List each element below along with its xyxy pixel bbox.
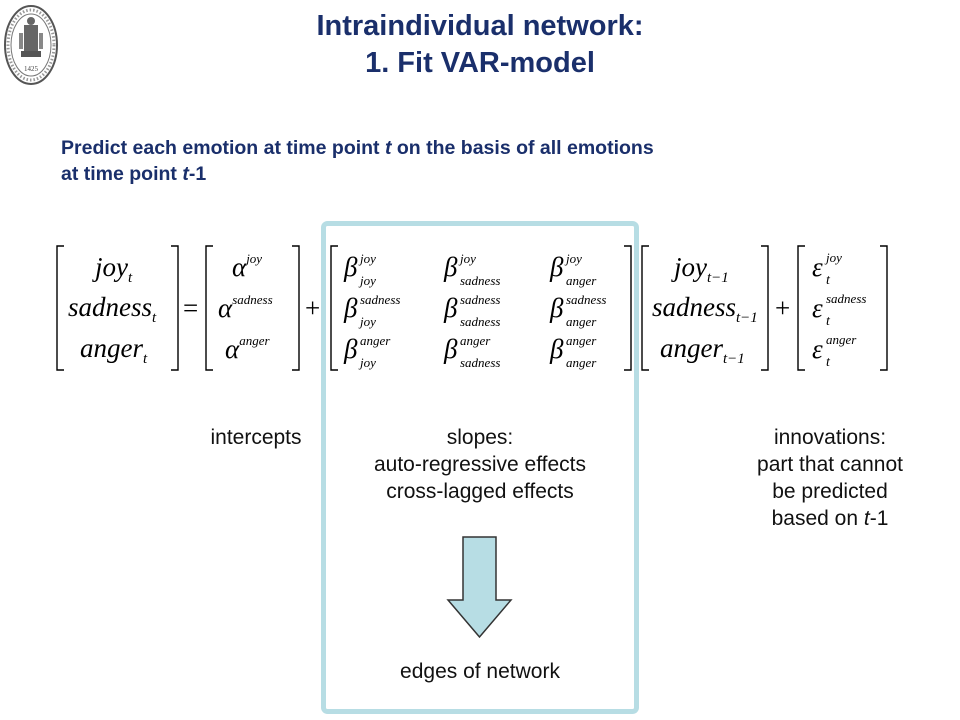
edges-of-network-label: edges of network [400, 660, 560, 683]
slopes-line-3: cross-lagged effects [386, 480, 574, 503]
svg-text:1425: 1425 [24, 65, 39, 73]
alpha-anger: αanger [225, 333, 270, 364]
beta-left-bracket [330, 245, 338, 371]
lagged-right-bracket [761, 245, 769, 371]
slopes-line-2: auto-regressive effects [373, 453, 587, 476]
innovations-line-3: be predicted [772, 480, 888, 503]
slopes-highlight-box [321, 221, 639, 714]
innovations-line-1: innovations: [773, 426, 887, 449]
eps-left-bracket [797, 245, 805, 371]
slopes-line-1: slopes: [446, 426, 514, 449]
subtitle: Predict each emotion at time point t on … [61, 135, 881, 187]
beta-right-bracket [624, 245, 632, 371]
innovations-line-4: based on t-1 [771, 507, 889, 530]
lagged-left-bracket [641, 245, 649, 371]
innovations-line-2: part that cannot [757, 453, 903, 476]
page-title: Intraindividual network: 1. Fit VAR-mode… [0, 10, 960, 80]
lagged-sadness: sadnesst−1 [652, 292, 758, 326]
down-arrow-icon [446, 536, 513, 639]
lhs-joy: joyt [92, 252, 133, 286]
subtitle-line-1: Predict each emotion at time point t on … [61, 137, 654, 159]
title-line-1: Intraindividual network: [316, 10, 644, 42]
lhs-left-bracket [56, 245, 64, 371]
equals-sign: = [183, 293, 198, 323]
slopes-label: slopes: auto-regressive effects cross-la… [320, 424, 640, 505]
alpha-joy: αjoy [232, 251, 262, 282]
innovations-label: innovations: part that cannot be predict… [730, 424, 930, 532]
lhs-anger: angert [80, 333, 148, 367]
eps-right-bracket [880, 245, 888, 371]
alpha-left-bracket [205, 245, 213, 371]
alpha-sadness: αsadness [218, 292, 273, 323]
lagged-joy: joyt−1 [671, 252, 729, 286]
plus-sign-1: + [305, 293, 320, 323]
alpha-right-bracket [292, 245, 300, 371]
title-line-2: 1. Fit VAR-model [365, 47, 595, 79]
lhs-right-bracket [171, 245, 179, 371]
intercepts-label: intercepts [210, 426, 302, 449]
lhs-sadness: sadnesst [68, 292, 157, 326]
lagged-anger: angert−1 [660, 333, 745, 367]
plus-sign-2: + [775, 293, 790, 323]
university-seal-icon: 1425 [4, 5, 58, 85]
subtitle-line-2: at time point t-1 [61, 163, 207, 185]
